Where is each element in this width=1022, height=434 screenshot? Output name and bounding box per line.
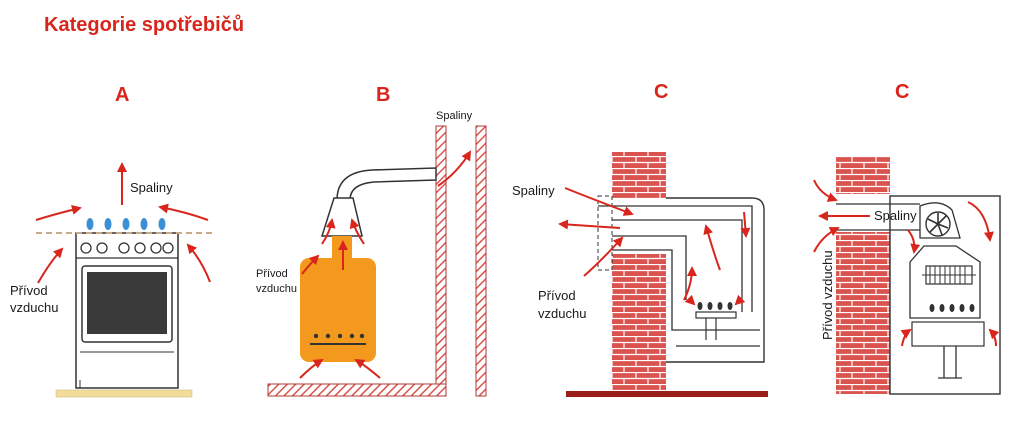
- floor-hatched: [267, 383, 447, 397]
- water-heater-body: [300, 258, 376, 362]
- panel-c-1: C Spaliny Přívod vzduchu: [512, 81, 768, 397]
- burner-flames: [313, 333, 365, 339]
- air-supply-label-vertical: Přívod vzduchu: [820, 250, 835, 340]
- concentric-flue: [836, 203, 920, 231]
- air-supply-label-line2: vzduchu: [538, 306, 586, 321]
- burner-flames: [929, 304, 975, 312]
- panel-b-letter: B: [376, 84, 390, 106]
- exhaust-label: Spaliny: [436, 110, 473, 122]
- exhaust-label: Spaliny: [874, 208, 917, 223]
- stove-knobs: [80, 242, 174, 254]
- airflow-arrows: [35, 162, 211, 284]
- floor-base: [566, 391, 768, 397]
- exhaust-label: Spaliny: [130, 180, 173, 195]
- concentric-flue: [598, 205, 760, 331]
- panel-a: A Spaliny P: [10, 84, 214, 398]
- airflow-arrows: [813, 179, 1000, 347]
- appliance-housing: [666, 197, 765, 363]
- air-supply-label-line1: Přívod: [538, 288, 576, 303]
- brick-wall-upper: [612, 152, 666, 198]
- air-supply-label-line1: Přívod: [10, 283, 48, 298]
- page-title: Kategorie spotřebičů: [44, 14, 245, 36]
- burner-flames: [697, 302, 733, 310]
- air-supply-label-line2: vzduchu: [10, 300, 58, 315]
- panel-a-letter: A: [115, 84, 129, 106]
- air-supply-label-line1: Přívod: [256, 268, 288, 280]
- chimney-wall-left: [435, 125, 447, 385]
- panel-c1-letter: C: [654, 81, 668, 103]
- panel-c2-letter: C: [895, 81, 909, 103]
- air-supply-label-line2: vzduchu: [256, 283, 297, 295]
- wall-opening: [597, 195, 613, 271]
- flue-pipe: [336, 167, 437, 201]
- chimney-wall-right: [475, 125, 487, 397]
- brick-wall-lower: [836, 232, 890, 394]
- panel-b: B Spaliny Přívod vzduchu: [256, 84, 487, 397]
- panel-c-2: C: [813, 81, 1001, 395]
- burner: [695, 311, 737, 319]
- brick-wall-lower: [612, 254, 666, 392]
- flame-icon: [86, 218, 166, 230]
- exhaust-label: Spaliny: [512, 183, 555, 198]
- brick-wall-upper: [836, 156, 890, 194]
- fan-icon: [919, 202, 961, 239]
- oven-window: [87, 272, 167, 334]
- airflow-arrows: [299, 150, 472, 379]
- airflow-arrows: [558, 187, 751, 306]
- floor-strip: [55, 389, 193, 398]
